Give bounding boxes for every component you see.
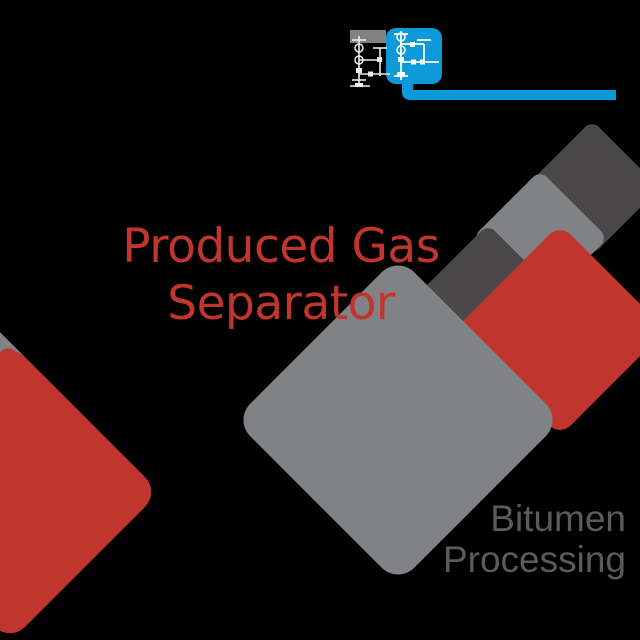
page-title-line-1: Produced Gas xyxy=(122,219,440,274)
section-label-bitumen-processing: Bitumen Processing xyxy=(330,498,626,580)
section-label-line-2: Processing xyxy=(442,539,626,580)
logo-underline-bar xyxy=(402,78,616,100)
diamond-bottom-red-large xyxy=(0,342,160,640)
page-title-line-2: Separator xyxy=(167,276,395,331)
page-title: Produced Gas Separator xyxy=(0,218,562,332)
pid-schematic-left-icon xyxy=(350,36,390,87)
pid-schematic-tile-icon xyxy=(394,31,439,80)
section-label-line-1: Bitumen xyxy=(490,498,626,539)
logo xyxy=(346,26,616,101)
logo-blue-tile xyxy=(386,28,442,84)
